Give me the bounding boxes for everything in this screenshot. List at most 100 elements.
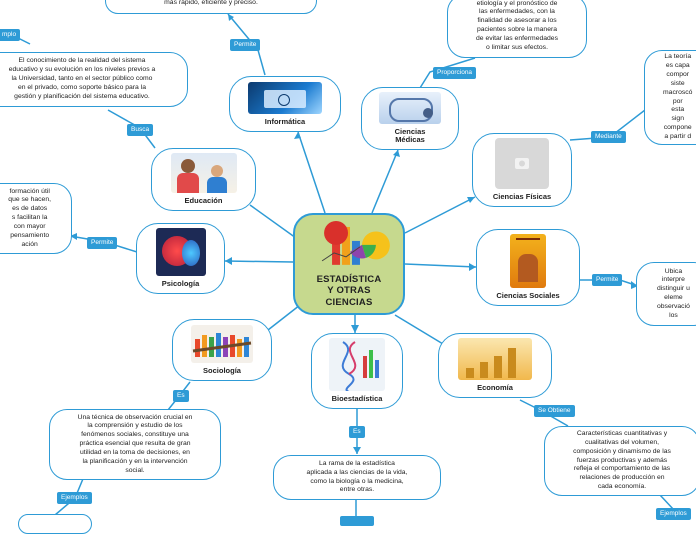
topic-economia[interactable]: Economía bbox=[438, 333, 552, 398]
topic-ciencias-sociales[interactable]: Ciencias Sociales bbox=[476, 229, 580, 306]
desc-line: los bbox=[669, 311, 678, 319]
desc-informatica[interactable]: más rápido, eficiente y preciso. bbox=[105, 0, 317, 14]
desc-line: educativo y su evolución en los niveles … bbox=[8, 66, 156, 74]
desc-educacion[interactable]: El conocimiento de la realidad del siste… bbox=[0, 52, 188, 107]
topic-educacion[interactable]: Educación bbox=[151, 148, 256, 211]
desc-line: refleja el comportamiento de las bbox=[573, 465, 671, 473]
desc-line: utilidad en la toma de decisiones, en bbox=[80, 448, 190, 456]
desc-economia[interactable]: Características cuantitativas y cualitat… bbox=[544, 426, 696, 496]
desc-line: formación útil bbox=[9, 187, 50, 195]
topic-economia-label: Economía bbox=[477, 382, 513, 392]
tag-proporciona[interactable]: Proporciona bbox=[433, 67, 477, 79]
topic-informatica-label: Informática bbox=[264, 116, 306, 126]
tag-mediante[interactable]: Mediante bbox=[591, 131, 626, 143]
desc-sociologia[interactable]: Una técnica de observación crucial en la… bbox=[49, 409, 221, 480]
central-topic[interactable]: ESTADÍSTICA Y OTRAS CIENCIAS bbox=[293, 213, 405, 315]
desc-line: ación bbox=[21, 240, 38, 248]
desc-line: La teoría bbox=[664, 53, 692, 61]
topic-ciencias-fisicas-label: Ciencias Físicas bbox=[492, 191, 552, 201]
topic-ciencias-medicas-label-1: Ciencias bbox=[394, 126, 426, 136]
desc-line: fenómenos sociales, constituye una bbox=[81, 431, 189, 439]
book-cover-icon bbox=[510, 234, 546, 288]
topic-bioestadistica-label: Bioestadística bbox=[331, 393, 383, 403]
topic-ciencias-sociales-label: Ciencias Sociales bbox=[496, 290, 560, 300]
tag-ejemplos-sociologia[interactable]: Ejemplos bbox=[57, 492, 92, 504]
tag-ejemplo-top[interactable]: mplo bbox=[0, 29, 21, 41]
desc-line: La rama de la estadística bbox=[319, 459, 395, 467]
desc-line: Características cuantitativas y bbox=[576, 430, 668, 438]
desc-line: es capa bbox=[665, 62, 690, 70]
desc-line: como la biología o la medicina, bbox=[310, 477, 404, 485]
topic-ciencias-fisicas[interactable]: Ciencias Físicas bbox=[472, 133, 572, 207]
desc-ciencias-medicas[interactable]: etiología y el pronóstico de las enferme… bbox=[447, 0, 587, 58]
partial-node-bottom-left[interactable] bbox=[18, 514, 92, 534]
desc-line: distinguir u bbox=[657, 285, 690, 293]
coins-chart-icon bbox=[458, 338, 532, 380]
desc-bioestadistica[interactable]: La rama de la estadística aplicada a las… bbox=[273, 455, 441, 500]
desc-line: observació bbox=[657, 302, 690, 310]
desc-line: fuerzas productivas y además bbox=[576, 456, 668, 464]
desc-line: esta bbox=[671, 106, 685, 114]
tag-se-obtiene[interactable]: Se Obtiene bbox=[534, 405, 575, 417]
desc-ciencias-fisicas[interactable]: La teoría es capa compor siste macroscó … bbox=[644, 50, 696, 145]
desc-line: compone bbox=[663, 123, 692, 131]
desc-line: siste bbox=[670, 79, 685, 87]
desc-line: Ubica bbox=[664, 267, 683, 275]
desc-line: s facilitan la bbox=[11, 214, 48, 222]
desc-line: sign bbox=[671, 115, 684, 123]
central-title-line-3: CIENCIAS bbox=[325, 296, 373, 308]
brain-icon bbox=[155, 228, 206, 276]
laptop-icon bbox=[248, 81, 322, 114]
partial-node-bottom-center[interactable] bbox=[340, 516, 374, 526]
desc-line: por bbox=[672, 97, 683, 105]
tag-permite-informatica[interactable]: Permite bbox=[230, 39, 261, 51]
desc-ciencias-sociales[interactable]: Ubica interpre distinguir u eleme observ… bbox=[636, 262, 696, 326]
desc-line: práctica esencial que resulta de gran bbox=[79, 440, 191, 448]
tag-ejemplos-economia[interactable]: Ejemplos bbox=[656, 508, 691, 520]
topic-ciencias-medicas-label-2: Médicas bbox=[395, 134, 425, 144]
topic-ciencias-medicas[interactable]: Ciencias Médicas bbox=[361, 87, 459, 150]
topic-informatica[interactable]: Informática bbox=[229, 76, 341, 132]
tag-permite-psicologia[interactable]: Permite bbox=[87, 237, 118, 249]
topic-sociologia-label: Sociología bbox=[203, 365, 241, 375]
desc-line: de evitar las enfermedades bbox=[476, 34, 558, 42]
topic-psicologia-label: Psicología bbox=[161, 278, 200, 288]
desc-line: macroscó bbox=[663, 88, 693, 96]
desc-line: en el privado, como soporte básico para … bbox=[17, 83, 147, 91]
desc-line: aplicada a las ciencias de la vida, bbox=[306, 468, 408, 476]
central-title-line-1: ESTADÍSTICA bbox=[316, 273, 382, 285]
desc-line: más rápido, eficiente y preciso. bbox=[164, 0, 258, 7]
central-title-line-2: Y OTRAS bbox=[327, 285, 371, 297]
desc-line: cualitativas del volumen, bbox=[584, 438, 660, 446]
topic-bioestadistica[interactable]: Bioestadística bbox=[311, 333, 403, 409]
desc-line: etiología y el pronóstico de bbox=[476, 0, 558, 7]
desc-line: la Universidad, tanto en el sector públi… bbox=[11, 75, 153, 83]
desc-line: es de datos bbox=[12, 205, 48, 213]
tag-es-bioestadistica[interactable]: Es bbox=[349, 426, 365, 438]
desc-line: El conocimiento de la realidad del siste… bbox=[18, 57, 146, 65]
desc-line: interpre bbox=[661, 276, 685, 284]
desc-line: a partir d bbox=[664, 132, 692, 140]
desc-line: eleme bbox=[664, 294, 683, 301]
desc-line: las enfermedades, con la bbox=[479, 8, 555, 16]
desc-line: que se hacen, bbox=[8, 196, 51, 204]
tag-permite-sociales[interactable]: Permite bbox=[592, 274, 623, 286]
dna-icon bbox=[329, 338, 385, 391]
desc-line: con mayor bbox=[13, 222, 46, 230]
people-chain-icon bbox=[191, 324, 253, 363]
tag-es-sociologia[interactable]: Es bbox=[173, 390, 189, 402]
desc-line: Una técnica de observación crucial en bbox=[77, 413, 193, 421]
desc-line: la comprensión y estudio de los bbox=[87, 422, 183, 430]
topic-sociologia[interactable]: Sociología bbox=[172, 319, 272, 381]
desc-line: composición y dinamismo de las bbox=[573, 447, 671, 455]
desc-line: pensamiento bbox=[10, 231, 50, 239]
topic-psicologia[interactable]: Psicología bbox=[136, 223, 225, 294]
desc-line: o limitar sus efectos. bbox=[486, 43, 548, 51]
topic-educacion-label: Educación bbox=[184, 195, 223, 205]
tag-busca[interactable]: Busca bbox=[127, 124, 154, 136]
camera-placeholder-icon bbox=[495, 138, 549, 189]
desc-line: la planificación y en la intervención bbox=[82, 457, 188, 465]
desc-line: cada economía. bbox=[597, 483, 647, 491]
desc-line: pacientes sobre la manera bbox=[476, 26, 558, 33]
desc-psicologia[interactable]: formación útil que se hacen, es de datos… bbox=[0, 183, 72, 254]
